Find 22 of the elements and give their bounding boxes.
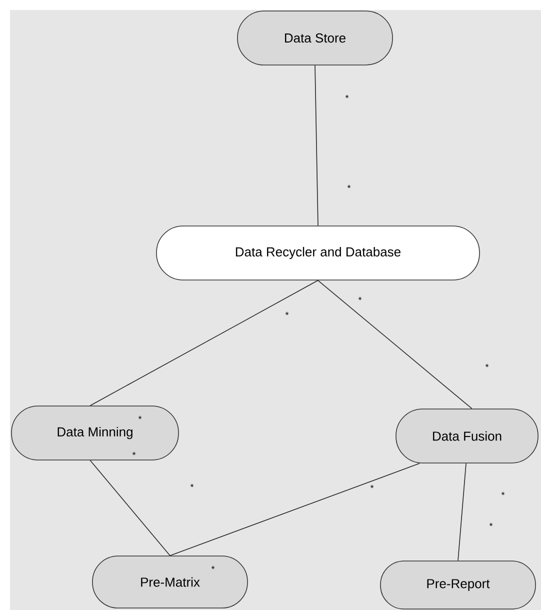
multiplicity-mark: * [489, 522, 493, 526]
terminal-node: Data Fusion [396, 408, 538, 464]
multiplicity-mark: * [211, 566, 215, 570]
connector-line [90, 460, 170, 556]
connector-line [458, 463, 466, 561]
terminal-node: Data Recycler and Database [156, 226, 480, 280]
connector-line [314, 65, 318, 226]
multiplicity-mark: * [138, 416, 142, 420]
terminal-node: Data Store [237, 10, 393, 66]
multiplicity-mark: * [345, 94, 349, 98]
multiplicity-mark: * [347, 184, 351, 188]
multiplicity-mark: * [190, 484, 194, 488]
multiplicity-mark: * [285, 312, 289, 316]
multiplicity-mark: * [358, 296, 362, 300]
multiplicity-mark: * [485, 364, 489, 368]
multiplicity-mark: * [370, 484, 374, 488]
connector-line [170, 463, 420, 556]
multiplicity-mark: * [501, 492, 505, 496]
terminal-node: Pre-Report [380, 560, 536, 610]
multiplicity-mark: * [132, 452, 136, 456]
connector-line [318, 280, 472, 409]
connector-line [90, 280, 318, 406]
